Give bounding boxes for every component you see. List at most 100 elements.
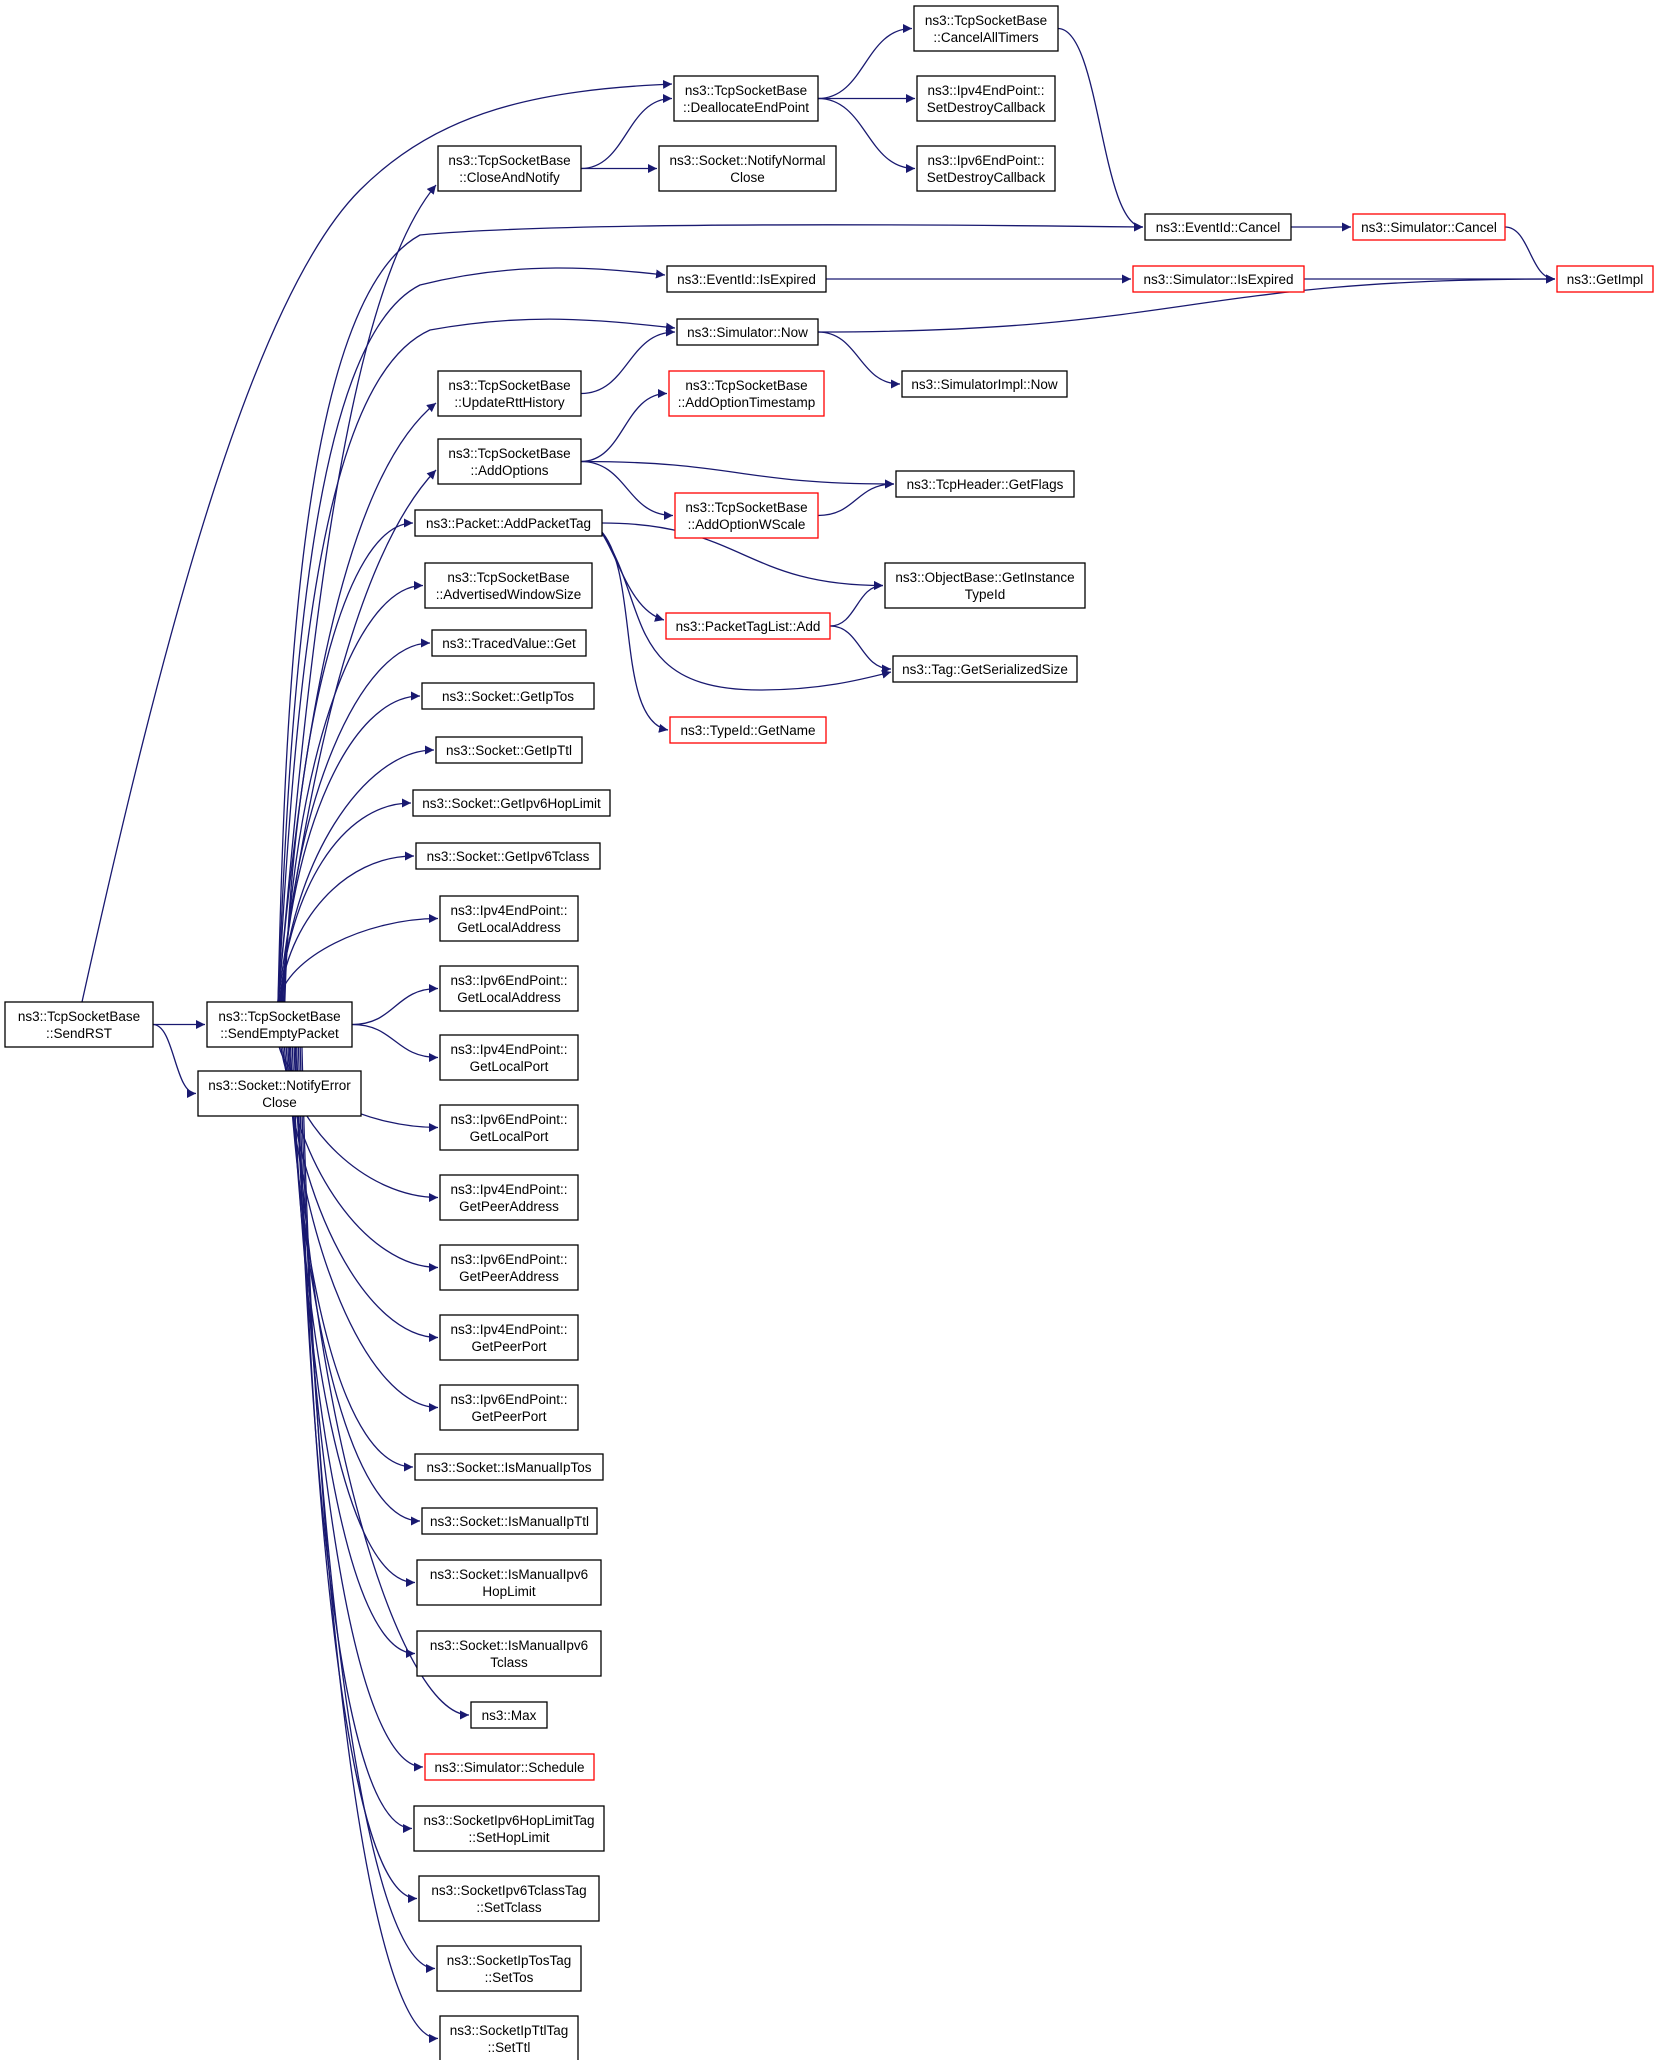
node-packettaglistadd[interactable]: ns3::PacketTagList::Add (665, 612, 831, 640)
node-label: ns3::Simulator::Now (687, 325, 808, 340)
node-box (412, 789, 611, 817)
node-ipv4getlocalport[interactable]: ns3::Ipv4EndPoint::GetLocalPort (439, 1034, 579, 1081)
node-label: ns3::SocketIpTosTag (447, 1953, 572, 1968)
node-simulatorschedule[interactable]: ns3::Simulator::Schedule (424, 1753, 595, 1781)
node-cancelalltimers[interactable]: ns3::TcpSocketBase::CancelAllTimers (913, 5, 1059, 52)
node-simulatorimplnow[interactable]: ns3::SimulatorImpl::Now (901, 370, 1068, 398)
node-getipv6tclass[interactable]: ns3::Socket::GetIpv6Tclass (415, 842, 601, 870)
node-box (1352, 213, 1506, 241)
edge-sendemptypacket-to-ipv4getlocalport (351, 1023, 439, 1062)
node-ipv6getlocaladdress[interactable]: ns3::Ipv6EndPoint::GetLocalAddress (439, 965, 579, 1012)
node-box (439, 1034, 579, 1081)
node-box (415, 842, 601, 870)
node-ipv4getpeerport[interactable]: ns3::Ipv4EndPoint::GetPeerPort (439, 1314, 579, 1361)
edge-addoptions-to-addoptionwscale (580, 460, 674, 520)
node-label: ns3::Ipv6EndPoint:: (450, 1252, 567, 1267)
node-box (424, 1753, 595, 1781)
node-label: ns3::SimulatorImpl::Now (911, 377, 1058, 392)
edge-sendemptypacket-to-advertisedwindowsize (283, 581, 424, 1003)
node-box (439, 1384, 579, 1431)
node-addoptions[interactable]: ns3::TcpSocketBase::AddOptions (437, 438, 582, 485)
node-label: ns3::TcpHeader::GetFlags (907, 477, 1064, 492)
node-ipv6setdestroy[interactable]: ns3::Ipv6EndPoint::SetDestroyCallback (916, 145, 1056, 192)
edge-packettaglistadd-to-getinstancetypeid (829, 581, 884, 627)
node-ipv6getpeerport[interactable]: ns3::Ipv6EndPoint::GetPeerPort (439, 1384, 579, 1431)
node-box (666, 265, 827, 293)
node-ipv4getpeeraddress[interactable]: ns3::Ipv4EndPoint::GetPeerAddress (439, 1174, 579, 1221)
edge-sendrst-to-notifyerrorclose (152, 1023, 197, 1098)
edge-updatertthistory-to-simulatornow (580, 327, 676, 395)
node-simulatorcancel[interactable]: ns3::Simulator::Cancel (1352, 213, 1506, 241)
node-simulatornow[interactable]: ns3::Simulator::Now (676, 318, 819, 346)
node-box (416, 1630, 602, 1677)
node-max[interactable]: ns3::Max (470, 1701, 548, 1729)
node-label: Close (262, 1095, 297, 1110)
node-addoptiontimestamp[interactable]: ns3::TcpSocketBase::AddOptionTimestamp (668, 370, 825, 417)
node-label: ns3::Ipv4EndPoint:: (450, 903, 567, 918)
node-label: ns3::Socket::GetIpTos (442, 689, 574, 704)
node-label: ns3::Socket::IsManualIpv6 (430, 1567, 588, 1582)
node-box (1132, 265, 1305, 293)
node-ipv6getlocalport[interactable]: ns3::Ipv6EndPoint::GetLocalPort (439, 1104, 579, 1151)
edge-addoptions-to-addoptiontimestamp (580, 389, 668, 463)
node-getipv6hoplimit[interactable]: ns3::Socket::GetIpv6HopLimit (412, 789, 611, 817)
node-label: ::SetTos (485, 1970, 534, 1985)
node-updatertthistory[interactable]: ns3::TcpSocketBase::UpdateRttHistory (437, 370, 582, 417)
node-addoptionwscale[interactable]: ns3::TcpSocketBase::AddOptionWScale (674, 492, 819, 539)
node-label: ns3::TcpSocketBase (448, 446, 570, 461)
edge-sendemptypacket-to-sethoplimit (296, 1046, 413, 1833)
node-box (439, 1174, 579, 1221)
node-getimpl[interactable]: ns3::GetImpl (1556, 265, 1654, 293)
edge-sendemptypacket-to-ipv6getlocaladdress (351, 984, 439, 1026)
node-box (895, 470, 1075, 498)
node-addpackettag[interactable]: ns3::Packet::AddPacketTag (414, 509, 603, 537)
node-label: ns3::Socket::NotifyError (208, 1078, 351, 1093)
node-label: ns3::SocketIpTtlTag (450, 2023, 569, 2038)
node-settos[interactable]: ns3::SocketIpTosTag::SetTos (436, 1945, 582, 1992)
node-typeidgetname[interactable]: ns3::TypeId::GetName (669, 716, 827, 744)
edges-layer (81, 24, 1556, 2043)
node-ismanualiptos[interactable]: ns3::Socket::IsManualIpTos (414, 1453, 604, 1481)
node-label: ns3::SocketIpv6TclassTag (431, 1883, 586, 1898)
node-label: GetLocalAddress (457, 920, 561, 935)
node-setttl[interactable]: ns3::SocketIpTtlTag::SetTtl (439, 2015, 579, 2060)
node-box (673, 75, 819, 122)
node-tracedvalueget[interactable]: ns3::TracedValue::Get (431, 629, 587, 657)
edge-sendemptypacket-to-getipv6hoplimit (279, 798, 412, 1003)
edge-sendemptypacket-to-eventidcancel (277, 222, 1144, 1003)
node-settclass[interactable]: ns3::SocketIpv6TclassTag::SetTclass (418, 1875, 600, 1922)
node-ismanualipttl[interactable]: ns3::Socket::IsManualIpTtl (421, 1507, 598, 1535)
node-getipttl[interactable]: ns3::Socket::GetIpTtl (435, 736, 583, 764)
node-ipv4setdestroy[interactable]: ns3::Ipv4EndPoint::SetDestroyCallback (916, 75, 1056, 122)
node-label: ns3::Socket::NotifyNormal (669, 153, 825, 168)
node-tcpheadergetflags[interactable]: ns3::TcpHeader::GetFlags (895, 470, 1075, 498)
node-ipv6getpeeraddress[interactable]: ns3::Ipv6EndPoint::GetPeerAddress (439, 1244, 579, 1291)
node-sendemptypacket[interactable]: ns3::TcpSocketBase::SendEmptyPacket (206, 1001, 353, 1048)
node-taggetserializedsize[interactable]: ns3::Tag::GetSerializedSize (892, 655, 1078, 683)
node-box (424, 562, 593, 609)
node-sendrst[interactable]: ns3::TcpSocketBase::SendRST (4, 1001, 154, 1048)
node-deallocateendpoint[interactable]: ns3::TcpSocketBase::DeallocateEndPoint (673, 75, 819, 122)
node-eventidcancel[interactable]: ns3::EventId::Cancel (1144, 213, 1292, 241)
node-label: Tclass (490, 1655, 528, 1670)
edge-sendemptypacket-to-getiptos (281, 691, 421, 1003)
node-eventidisexpired[interactable]: ns3::EventId::IsExpired (666, 265, 827, 293)
node-advertisedwindowsize[interactable]: ns3::TcpSocketBase::AdvertisedWindowSize (424, 562, 593, 609)
node-sethoplimit[interactable]: ns3::SocketIpv6HopLimitTag::SetHopLimit (413, 1805, 605, 1852)
node-box (197, 1070, 362, 1117)
node-closeandnotify[interactable]: ns3::TcpSocketBase::CloseAndNotify (437, 145, 582, 192)
edge-packettaglistadd-to-taggetserializedsize (829, 625, 892, 674)
node-label: ns3::TcpSocketBase (685, 500, 807, 515)
node-getiptos[interactable]: ns3::Socket::GetIpTos (421, 682, 595, 710)
edge-addpackettag-to-typeidgetname (599, 529, 669, 733)
node-ipv4getlocaladdress[interactable]: ns3::Ipv4EndPoint::GetLocalAddress (439, 895, 579, 942)
node-simulatorisexpired[interactable]: ns3::Simulator::IsExpired (1132, 265, 1305, 293)
node-label: ns3::Socket::GetIpv6Tclass (427, 849, 590, 864)
node-label: GetLocalPort (470, 1059, 549, 1074)
node-box (437, 370, 582, 417)
